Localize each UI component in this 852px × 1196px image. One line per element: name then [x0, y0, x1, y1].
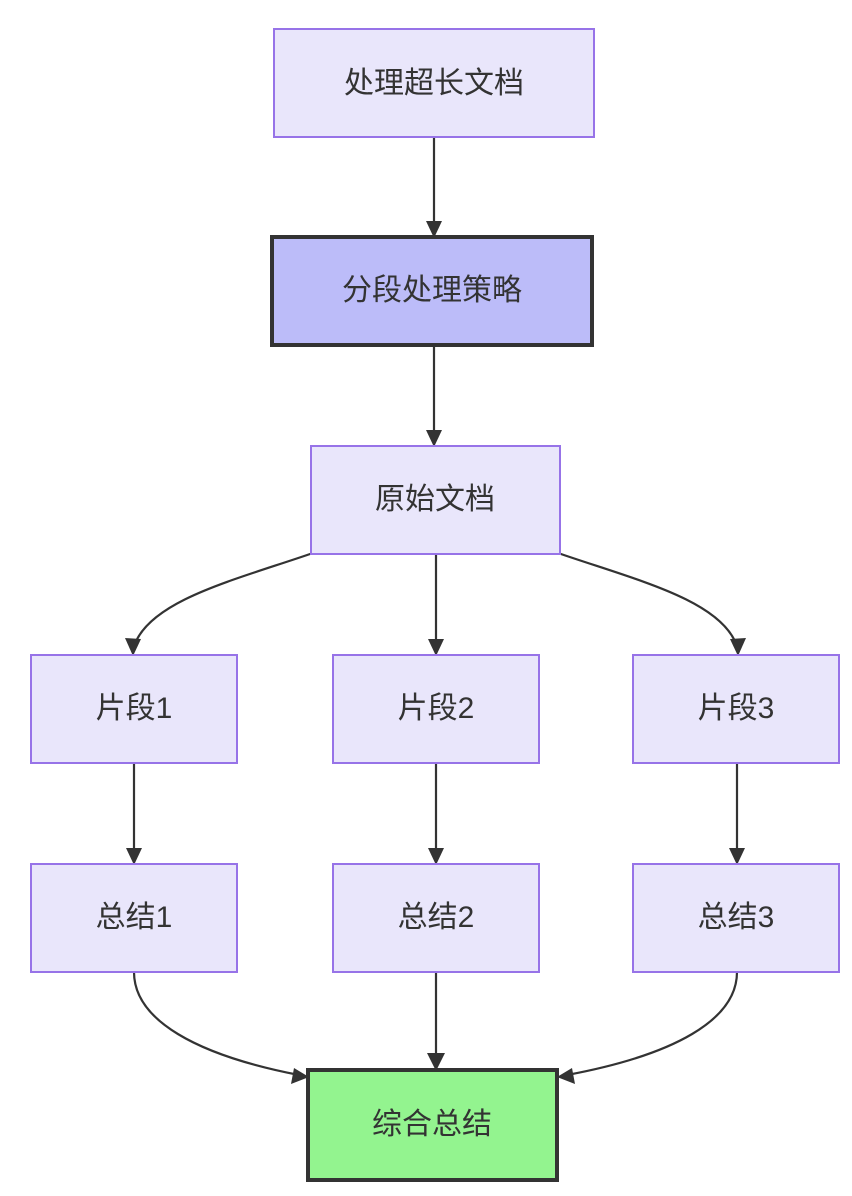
arrowhead-icon — [428, 848, 444, 865]
node-box[interactable] — [632, 863, 840, 973]
edges-layer — [125, 137, 746, 1084]
node-final-summary[interactable]: 综合总结 — [306, 1068, 559, 1182]
node-box[interactable] — [632, 654, 840, 764]
node-summary-3[interactable]: 总结3 — [632, 863, 840, 973]
edge-n9-to-n10 — [557, 971, 739, 1084]
edge-line — [557, 551, 739, 647]
arrowhead-icon — [729, 848, 745, 865]
arrowhead-icon — [125, 638, 141, 656]
node-original-document[interactable]: 原始文档 — [310, 445, 561, 555]
arrowhead-icon — [428, 639, 444, 656]
arrowhead-icon — [426, 221, 442, 238]
edge-n3-to-n4 — [125, 551, 314, 656]
node-box[interactable] — [332, 863, 540, 973]
node-box[interactable] — [30, 654, 238, 764]
edge-n4-to-n7 — [126, 763, 142, 865]
arrowhead-icon — [427, 1053, 445, 1071]
node-chunking-strategy[interactable]: 分段处理策略 — [270, 235, 594, 347]
arrowhead-icon — [126, 848, 142, 865]
edge-n2-to-n3 — [426, 345, 442, 447]
node-summary-2[interactable]: 总结2 — [332, 863, 540, 973]
edge-line — [132, 971, 300, 1077]
node-box[interactable] — [30, 863, 238, 973]
arrowhead-icon — [557, 1068, 575, 1084]
node-process-long-document[interactable]: 处理超长文档 — [273, 28, 595, 138]
arrowhead-icon — [291, 1068, 309, 1084]
nodes-layer: 处理超长文档 分段处理策略 原始文档 片段1 片段2 片段3 — [30, 28, 840, 1182]
edge-n5-to-n8 — [428, 763, 444, 865]
node-box[interactable] — [310, 445, 561, 555]
edge-n8-to-n10 — [427, 972, 445, 1071]
arrowhead-icon — [730, 638, 746, 656]
edge-line — [566, 971, 739, 1077]
node-box[interactable] — [270, 235, 594, 347]
edge-n6-to-n9 — [729, 763, 745, 865]
edge-line — [132, 551, 314, 647]
arrowhead-icon — [426, 430, 442, 447]
edge-n3-to-n5 — [428, 554, 444, 656]
edge-n1-to-n2 — [426, 137, 442, 238]
node-summary-1[interactable]: 总结1 — [30, 863, 238, 973]
node-box[interactable] — [306, 1068, 559, 1182]
edge-n3-to-n6 — [557, 551, 746, 656]
node-fragment-1[interactable]: 片段1 — [30, 654, 238, 764]
edge-n7-to-n10 — [132, 971, 309, 1084]
node-box[interactable] — [273, 28, 595, 138]
node-box[interactable] — [332, 654, 540, 764]
node-fragment-3[interactable]: 片段3 — [632, 654, 840, 764]
node-fragment-2[interactable]: 片段2 — [332, 654, 540, 764]
